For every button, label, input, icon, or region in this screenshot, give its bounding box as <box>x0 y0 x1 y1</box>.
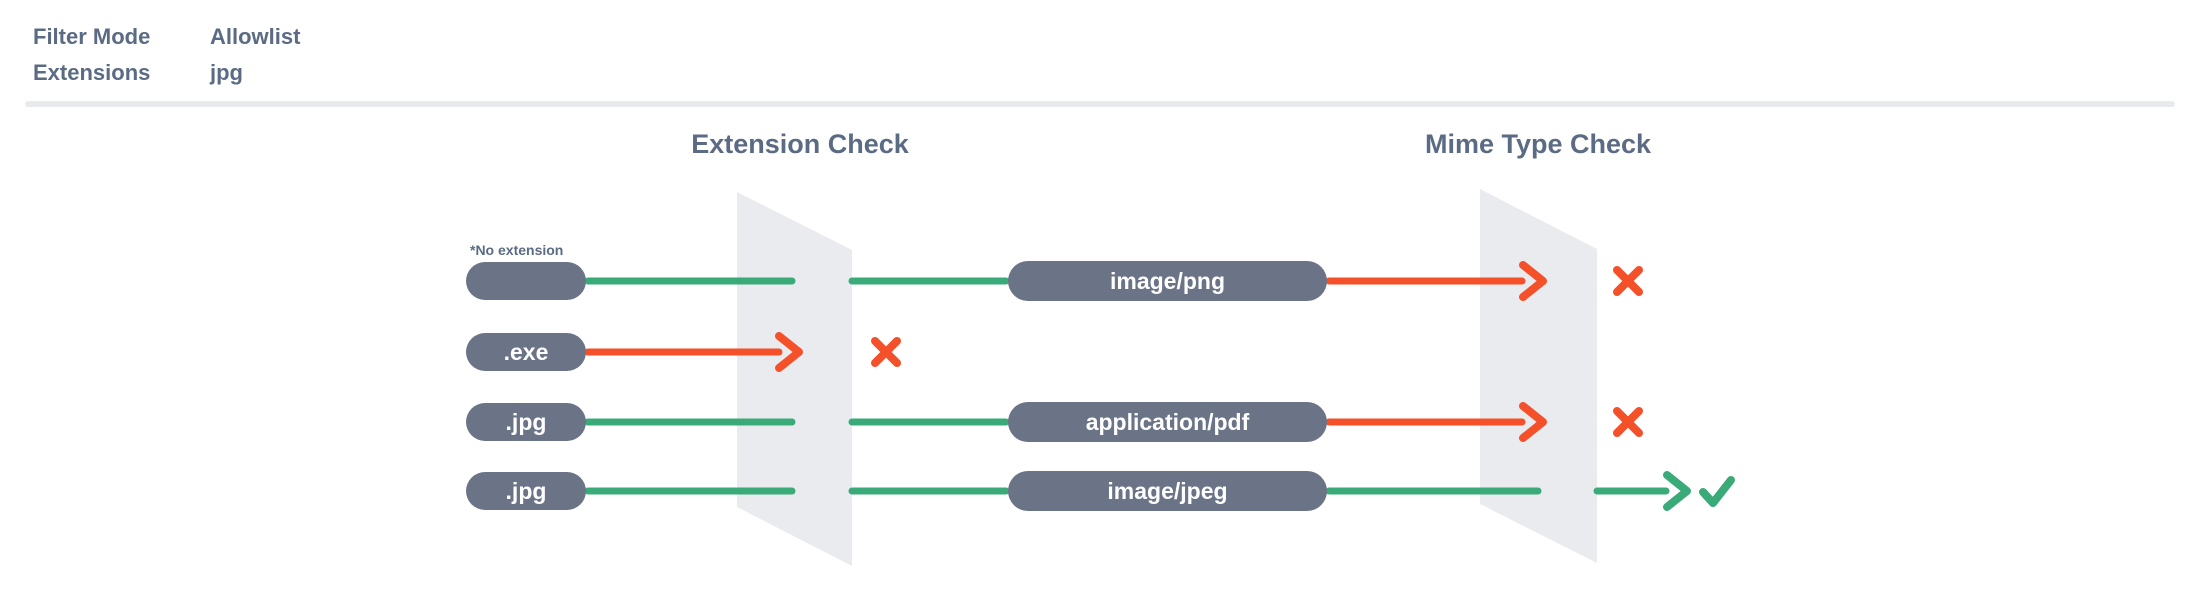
file-pill-no-extension <box>466 262 586 300</box>
row3-reject-x-icon <box>1613 407 1643 437</box>
row1-reject-x-icon <box>1613 266 1643 296</box>
flow-row-no-extension <box>584 261 1643 301</box>
row3-arrowhead-icon <box>1519 402 1547 442</box>
mime-pill-application-pdf: application/pdf <box>1008 402 1327 442</box>
header-divider <box>25 101 2175 107</box>
flow-row-jpg-pdf <box>584 402 1643 442</box>
row2-reject-x-icon <box>871 337 901 367</box>
flow-row-jpg-jpeg <box>584 471 1735 511</box>
mime-pill-image-jpeg: image/jpeg <box>1008 471 1327 511</box>
file-pill-jpg-1: .jpg <box>466 403 586 441</box>
filter-mode-value: Allowlist <box>210 24 301 49</box>
mime-type-check-title: Mime Type Check <box>1424 129 1652 159</box>
no-extension-note: *No extension <box>470 242 564 258</box>
mime-pill-image-png: image/png <box>1008 261 1327 301</box>
file-pill-jpg-2: .jpg <box>466 472 586 510</box>
row2-arrowhead-icon <box>775 332 803 372</box>
extensions-value: jpg <box>210 60 243 85</box>
row1-arrowhead-icon <box>1519 261 1547 301</box>
filter-mode-label: Filter Mode <box>33 24 151 49</box>
extensions-label: Extensions <box>33 60 151 85</box>
row4-arrowhead-icon <box>1663 471 1691 511</box>
flow-row-exe <box>584 332 901 372</box>
mime-type-check-pane <box>1480 189 1597 563</box>
file-pill-exe: .exe <box>466 333 586 371</box>
extension-check-pane <box>737 192 852 566</box>
row4-accept-check-icon <box>1699 476 1735 507</box>
extension-check-title: Extension Check <box>691 129 909 159</box>
